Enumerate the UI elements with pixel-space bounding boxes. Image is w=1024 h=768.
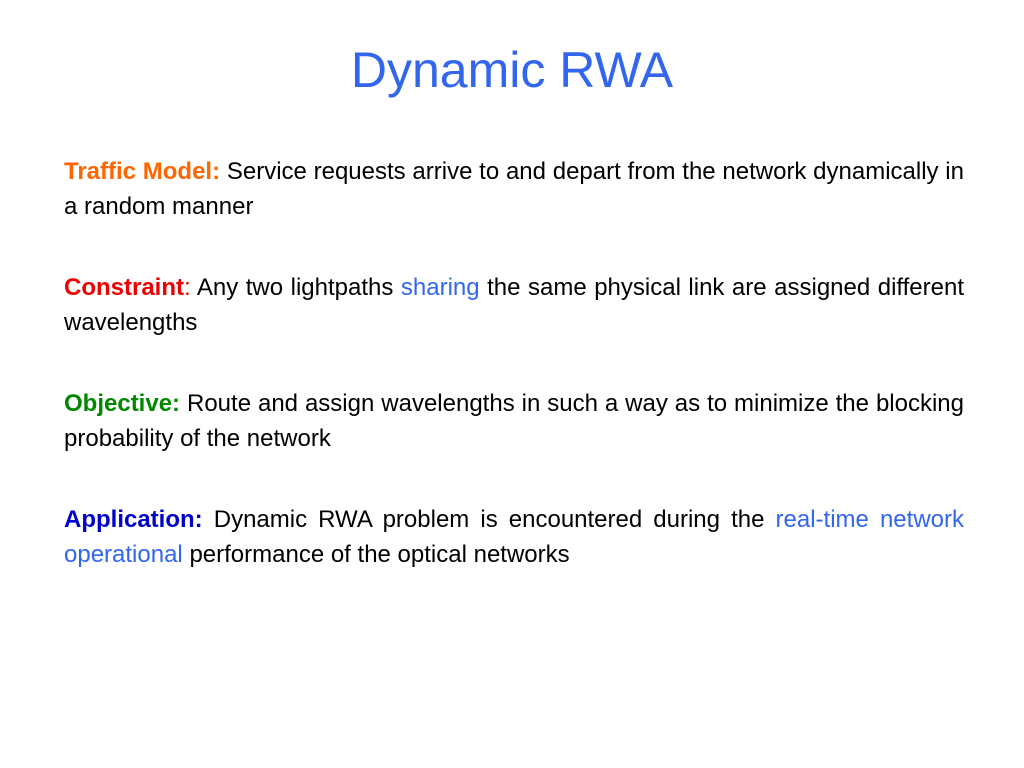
constraint-text-before: Any two lightpaths bbox=[196, 274, 394, 301]
application-text-before: Dynamic RWA problem is encountered durin… bbox=[213, 506, 765, 533]
constraint-label: Constraint bbox=[64, 274, 184, 301]
application-text-after: performance of the optical networks bbox=[189, 541, 570, 568]
slide-title: Dynamic RWA bbox=[350, 42, 674, 98]
constraint-text-after: the same physical link are assigned diff… bbox=[64, 274, 965, 336]
objective-text: Route and assign wavelengths in such a w… bbox=[64, 390, 964, 452]
constraint-paragraph: Constraint: Any two lightpaths sharing t… bbox=[64, 270, 964, 340]
objective-label: Objective: bbox=[64, 390, 181, 417]
application-label: Application: bbox=[64, 506, 203, 533]
traffic-model-label: Traffic Model: bbox=[64, 158, 221, 185]
constraint-highlight: sharing bbox=[400, 274, 480, 301]
constraint-label-colon: : bbox=[184, 274, 191, 301]
application-paragraph: Application: Dynamic RWA problem is enco… bbox=[64, 502, 964, 572]
traffic-model-paragraph: Traffic Model: Service requests arrive t… bbox=[64, 154, 964, 224]
application-highlight: real-time network operational bbox=[64, 506, 964, 568]
slide-content: Traffic Model: Service requests arrive t… bbox=[64, 154, 964, 618]
traffic-model-text: Service requests arrive to and depart fr… bbox=[64, 158, 964, 220]
objective-paragraph: Objective: Route and assign wavelengths … bbox=[64, 386, 964, 456]
